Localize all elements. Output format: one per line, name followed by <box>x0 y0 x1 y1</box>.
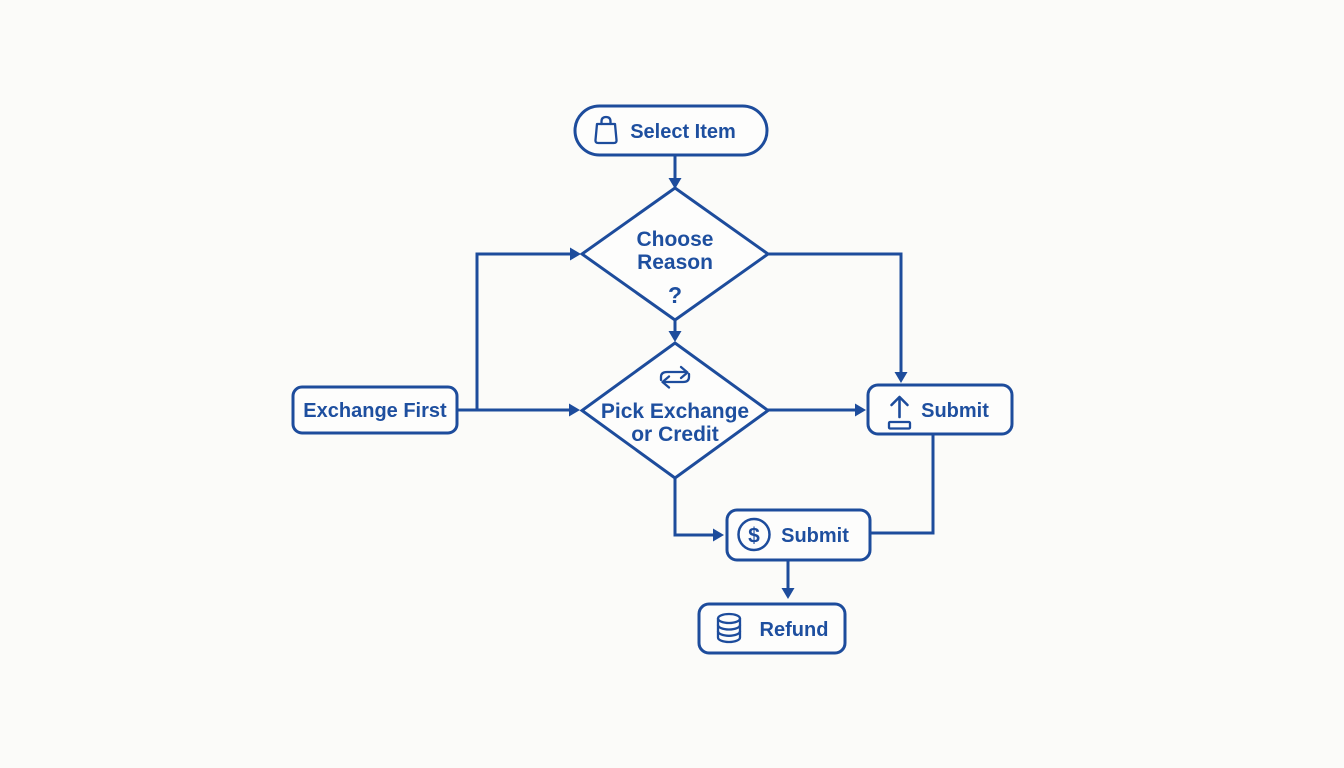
edge-submit-refund-to-refund <box>781 560 795 599</box>
arrowhead-down-icon <box>668 178 682 189</box>
arrowhead-down-icon <box>781 588 795 599</box>
edge-choose-reason-to-submit-exchange <box>768 252 908 383</box>
swap-arrow-top-head <box>679 365 689 380</box>
database-icon <box>716 612 742 644</box>
dollar-circle-icon: $ <box>737 517 771 552</box>
edge-line <box>673 478 713 537</box>
edge-choose-reason-to-pick-exchange <box>668 320 682 342</box>
shopping-bag-icon <box>594 115 618 145</box>
edge-pick-exchange-to-submit-refund <box>673 478 724 542</box>
choose-reason-label-line1: Choose <box>636 228 713 251</box>
edge-pick-exchange-to-submit-exchange <box>768 403 866 417</box>
edge-exchange-first-to-pick-exchange <box>457 403 580 417</box>
choose-reason-shape <box>579 186 771 322</box>
upload-arrow-head <box>890 395 909 407</box>
node-choose-reason: Choose Reason ? <box>579 186 771 322</box>
upload-icon <box>887 395 912 430</box>
arrowhead-right-icon <box>713 528 724 542</box>
database-mid-disc-1 <box>716 623 742 631</box>
pick-exchange-label-line2: or Credit <box>631 423 719 446</box>
node-pick-exchange-or-credit: Pick Exchange or Credit <box>579 341 771 480</box>
submit-refund-label: Submit <box>781 525 849 547</box>
node-exchange-first: Exchange First <box>291 385 459 435</box>
pick-exchange-shape <box>579 341 771 480</box>
exchange-first-shape <box>291 385 459 435</box>
swap-arrows-icon <box>659 365 691 389</box>
choose-reason-label-line2: Reason <box>637 251 713 274</box>
database-body <box>716 617 742 644</box>
dollar-glyph: $ <box>748 525 760 548</box>
swap-arrow-bottom-head <box>661 375 671 389</box>
swap-arrow-bottom-line <box>662 372 691 384</box>
submit-exchange-label: Submit <box>921 400 989 422</box>
edge-line <box>768 252 903 373</box>
choose-reason-question-mark: ? <box>668 282 682 308</box>
arrowhead-down-icon <box>894 372 908 383</box>
edge-exchange-first-to-choose-reason <box>475 247 581 410</box>
arrowhead-right-icon <box>570 247 581 261</box>
node-select-item: Select Item <box>573 104 769 157</box>
upload-tray <box>887 420 912 430</box>
select-item-shape <box>573 104 769 157</box>
edge-submit-exchange-to-submit-refund <box>871 434 935 535</box>
shopping-bag-handle <box>600 115 612 126</box>
pick-exchange-label-line1: Pick Exchange <box>601 400 749 423</box>
select-item-label: Select Item <box>630 121 736 143</box>
swap-arrow-top-line <box>659 370 688 382</box>
arrowhead-right-icon <box>855 403 866 417</box>
edge-select-item-to-choose-reason <box>668 155 682 189</box>
node-submit-refund: $ Submit <box>725 508 872 562</box>
exchange-first-label: Exchange First <box>303 400 447 422</box>
dollar-circle <box>737 517 771 552</box>
arrowhead-right-icon <box>569 403 580 417</box>
edge-line <box>475 252 570 410</box>
refund-label: Refund <box>760 619 829 641</box>
shopping-bag-body <box>594 122 618 145</box>
node-refund: Refund <box>697 602 847 655</box>
node-submit-exchange: Submit <box>866 383 1014 436</box>
database-mid-disc-2 <box>716 630 742 637</box>
arrowhead-down-icon <box>668 331 682 342</box>
edge-line <box>871 434 935 535</box>
